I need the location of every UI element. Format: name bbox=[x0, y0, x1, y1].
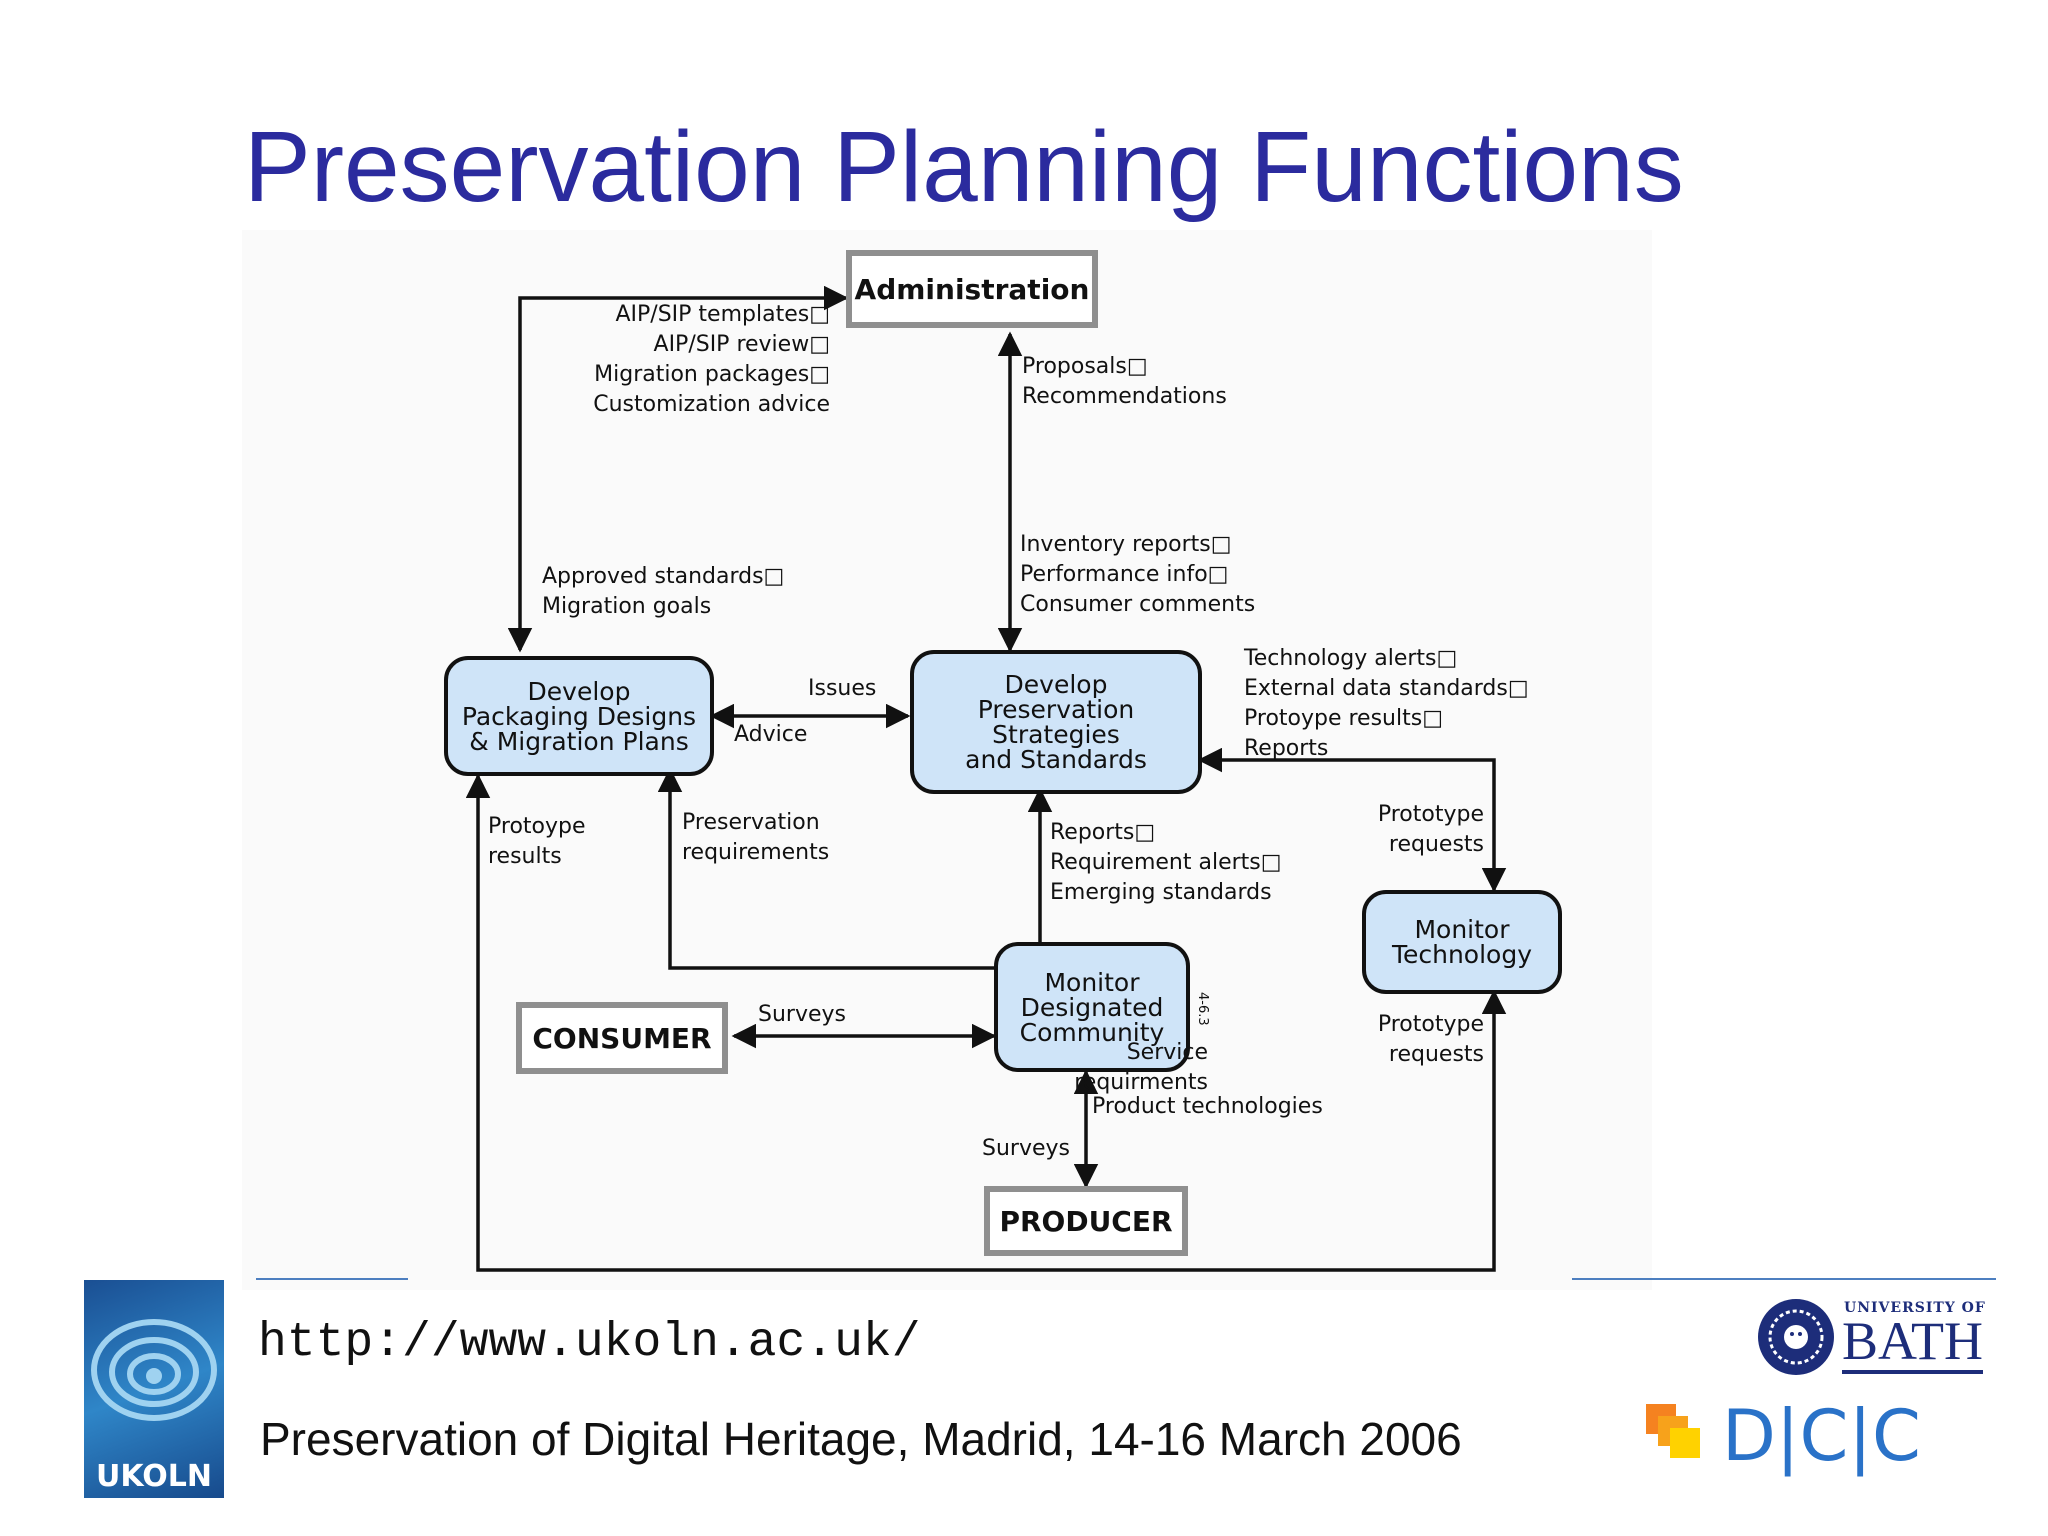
monitor-community-box: Monitor Designated Community bbox=[994, 942, 1190, 1072]
monitor-community-line-3: Community bbox=[1019, 1017, 1165, 1047]
label-surveys-producer: Surveys bbox=[982, 1136, 1070, 1161]
monitor-community-line-2: Designated bbox=[1020, 992, 1164, 1022]
figure-number: 4-6.3 bbox=[1195, 992, 1210, 1026]
label-issues: Issues bbox=[808, 676, 877, 701]
label-preservation-requirements: Preservation requirements bbox=[682, 810, 830, 865]
ukoln-eye-icon bbox=[91, 1319, 217, 1421]
label-technology-alerts: Technology alerts□ External data standar… bbox=[1244, 646, 1529, 761]
dcc-logo: D|C|C bbox=[1640, 1396, 1990, 1476]
develop-strategies-line-3: and Standards bbox=[965, 745, 1147, 774]
footer-rule-right bbox=[1572, 1278, 1996, 1280]
ukoln-logo: UKOLN bbox=[84, 1280, 224, 1498]
bath-crest-icon bbox=[1758, 1299, 1834, 1375]
page-title: Preservation Planning Functions bbox=[244, 111, 1684, 223]
label-prototype-requests-top: Prototype requests bbox=[1377, 802, 1484, 857]
university-of-bath-logo: UNIVERSITY OF BATH bbox=[1754, 1296, 1986, 1378]
develop-packaging-line-3: & Migration Plans bbox=[469, 726, 689, 756]
label-prototype-requests-bottom: Prototype requests bbox=[1377, 1012, 1484, 1067]
producer-box: PRODUCER bbox=[984, 1186, 1188, 1256]
label-surveys-consumer: Surveys bbox=[758, 1002, 846, 1027]
connector-admin-packaging bbox=[507, 285, 849, 653]
monitor-technology-box: Monitor Technology bbox=[1362, 890, 1562, 994]
label-product-technologies: Product technologies bbox=[1092, 1094, 1323, 1119]
footer-url[interactable]: http://www.ukoln.ac.uk/ bbox=[258, 1316, 921, 1370]
monitor-technology-line-1: Monitor bbox=[1414, 915, 1510, 944]
footer-rule-left bbox=[256, 1278, 408, 1280]
develop-packaging-line-2: Packaging Designs bbox=[461, 701, 697, 731]
develop-strategies-box: Develop Preservation Strategies and Stan… bbox=[910, 650, 1202, 794]
connector-community-packaging bbox=[657, 767, 998, 970]
label-advice: Advice bbox=[734, 722, 808, 747]
dcc-logo-text: D|C|C bbox=[1722, 1395, 1921, 1477]
label-admin-inputs: AIP/SIP templates□ AIP/SIP review□ Migra… bbox=[593, 302, 830, 417]
bath-logo-small-text: UNIVERSITY OF bbox=[1844, 1300, 1986, 1316]
label-inventory: Inventory reports□ Performance info□ Con… bbox=[1020, 532, 1256, 617]
connector-technology-packaging bbox=[465, 773, 1507, 1272]
dcc-squares-icon bbox=[1646, 1404, 1700, 1458]
label-reports: Reports□ Requirement alerts□ Emerging st… bbox=[1050, 820, 1282, 905]
ukoln-logo-text: UKOLN bbox=[96, 1459, 212, 1494]
label-service-requirements: Service requirments bbox=[1074, 1040, 1208, 1095]
consumer-box: CONSUMER bbox=[516, 1002, 728, 1074]
administration-box: Administration bbox=[846, 250, 1098, 328]
label-admin-outputs: Proposals□ Recommendations bbox=[1022, 354, 1227, 409]
develop-strategies-line-2: Preservation Strategies bbox=[977, 695, 1135, 749]
develop-packaging-line-1: Develop bbox=[527, 676, 631, 706]
label-approved-standards: Approved standards□ Migration goals bbox=[542, 564, 785, 619]
develop-strategies-line-1: Develop bbox=[1004, 670, 1108, 699]
develop-packaging-box: Develop Packaging Designs & Migration Pl… bbox=[444, 656, 714, 776]
monitor-technology-line-2: Technology bbox=[1391, 940, 1533, 969]
footer-event: Preservation of Digital Heritage, Madrid… bbox=[260, 1413, 1462, 1465]
preservation-planning-diagram: Administration CONSUMER PRODUCER Develop… bbox=[242, 230, 1652, 1290]
label-protoype-results: Protoype results bbox=[488, 814, 586, 869]
bath-logo-big-text: BATH bbox=[1842, 1312, 1984, 1374]
monitor-community-line-1: Monitor bbox=[1044, 967, 1140, 997]
diagram-connectors bbox=[465, 285, 1507, 1272]
